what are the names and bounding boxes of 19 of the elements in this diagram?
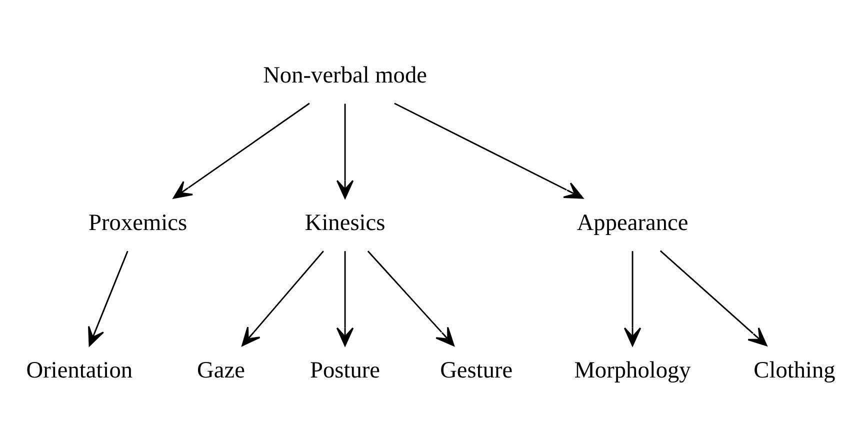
arrow	[336, 103, 354, 198]
arrow	[394, 102, 584, 198]
node-text: Kinesics	[304, 210, 386, 236]
node-text: Posture	[310, 356, 380, 383]
node-text: Gaze	[197, 356, 245, 383]
node-text: Orientation	[26, 356, 133, 383]
node-text: Appearance	[576, 210, 688, 236]
arrow	[367, 250, 454, 346]
node-text: Gesture	[440, 356, 513, 383]
arrow	[336, 250, 354, 346]
node-text: Clothing	[754, 356, 836, 383]
arrow	[660, 250, 768, 346]
node-text: Non-verbal mode	[263, 62, 427, 88]
node-text: Proxemics	[88, 210, 188, 236]
arrow	[624, 250, 642, 346]
node-text: Morphology	[574, 356, 691, 383]
arrow	[242, 250, 324, 346]
arrow	[172, 102, 310, 198]
arrow	[88, 250, 128, 346]
